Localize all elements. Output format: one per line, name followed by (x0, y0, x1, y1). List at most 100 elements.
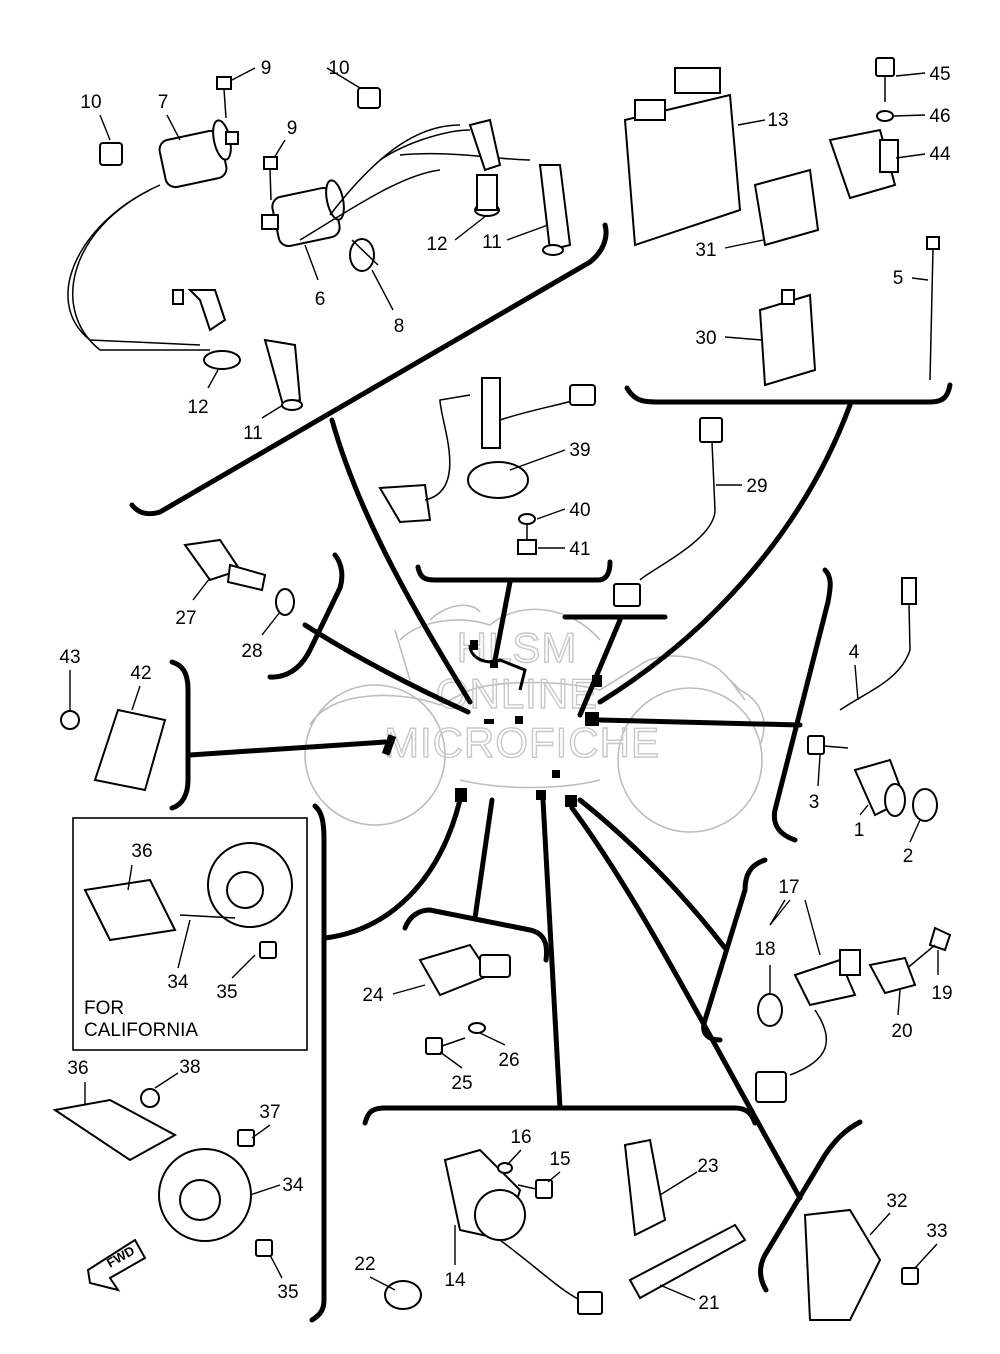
part-map-sensor-24 (418, 943, 511, 997)
callout-30: 30 (695, 328, 716, 349)
callout-6: 6 (315, 289, 326, 310)
group-leaders (187, 402, 853, 1201)
part-horn-36-34-ca (83, 842, 293, 959)
callout-28: 28 (241, 641, 262, 662)
watermark-line-3: MICROFICHE (384, 719, 660, 766)
callout-31: 31 (695, 240, 716, 261)
part-reflector-42 (93, 708, 167, 792)
part-relay-30 (758, 289, 817, 387)
part-ecu-13 (623, 67, 742, 247)
california-note-line-2: CALIFORNIA (84, 1020, 198, 1041)
callout-7: 7 (158, 92, 169, 113)
part-lead-4 (839, 577, 917, 711)
callout-42: 42 (130, 663, 151, 684)
part-bolt-9 (216, 76, 278, 201)
callout-35: 35 (277, 1282, 298, 1303)
part-clamp-8 (349, 238, 379, 272)
callout-46: 46 (929, 106, 950, 127)
callout-12: 12 (426, 234, 447, 255)
part-stud-21 (628, 1223, 747, 1300)
callout-8: 8 (394, 316, 405, 337)
callout-15: 15 (549, 1149, 570, 1170)
callout-19: 19 (931, 983, 952, 1004)
callout-3: 3 (809, 792, 820, 813)
callout-23: 23 (697, 1156, 718, 1177)
fwd-arrow: FWD (86, 1238, 147, 1292)
part-bolt-41 (517, 525, 537, 555)
part-harness-29 (613, 417, 723, 607)
california-note-line-1: FOR (84, 998, 124, 1019)
part-sensor-27 (183, 538, 267, 592)
callout-22: 22 (354, 1254, 375, 1275)
callout-11: 11 (482, 232, 502, 253)
callout-11: 11 (243, 423, 263, 444)
callout-39: 39 (569, 440, 590, 461)
callout-40: 40 (569, 500, 590, 521)
callout-29: 29 (746, 476, 767, 497)
part-washer-46 (876, 110, 894, 122)
callout-9: 9 (287, 118, 298, 139)
part-horn-32 (803, 1208, 919, 1321)
callout-25: 25 (451, 1073, 472, 1094)
part-bolt-3 (807, 735, 849, 755)
callout-20: 20 (891, 1021, 912, 1042)
callout-44: 44 (929, 144, 951, 165)
part-relay-31 (753, 168, 820, 247)
part-fuel-sender-39 (378, 377, 596, 524)
callout-2: 2 (903, 846, 914, 867)
part-sensor-44 (828, 128, 899, 200)
callout-36: 36 (67, 1058, 88, 1079)
part-oring-18 (757, 993, 783, 1027)
part-nut-43 (60, 710, 80, 730)
part-speed-sensor-17 (755, 949, 861, 1103)
part-cable-tie-5 (926, 236, 940, 381)
group-brackets (129, 222, 953, 1323)
callout-41: 41 (569, 539, 590, 560)
callout-leaders (69, 67, 939, 1301)
callout-17: 17 (778, 877, 799, 898)
part-gasket-28 (275, 588, 295, 616)
part-ignition-coil-7 (158, 119, 239, 189)
callout-37: 37 (259, 1102, 280, 1123)
callout-43: 43 (59, 647, 80, 668)
part-bracket-20 (868, 956, 917, 995)
callout-24: 24 (362, 985, 384, 1006)
callout-13: 13 (767, 110, 788, 131)
callout-21: 21 (698, 1293, 719, 1314)
part-washer-26 (468, 1022, 486, 1034)
callout-14: 14 (444, 1270, 466, 1291)
callout-32: 32 (886, 1191, 907, 1212)
part-bolt-19 (904, 926, 952, 971)
part-holder-23 (623, 1138, 667, 1237)
watermark: HLSM ONLINE MICROFICHE (383, 623, 660, 766)
callout-26: 26 (498, 1050, 519, 1071)
part-bolt-45 (875, 57, 895, 102)
callout-9: 9 (261, 58, 272, 79)
part-clamp-22 (384, 1280, 422, 1310)
callout-38: 38 (179, 1057, 200, 1078)
callout-33: 33 (926, 1221, 947, 1242)
callout-35: 35 (216, 982, 237, 1003)
callout-1: 1 (854, 820, 865, 841)
part-washer-40 (518, 513, 536, 525)
part-bolt-15 (517, 1179, 553, 1199)
part-switch-1 (853, 758, 907, 817)
callout-27: 27 (175, 608, 196, 629)
callout-5: 5 (893, 268, 904, 289)
part-ignition-leads (67, 118, 572, 411)
california-box (72, 817, 308, 1051)
part-bolt-25 (425, 1037, 466, 1055)
callout-4: 4 (849, 642, 860, 663)
callout-10: 10 (80, 92, 101, 113)
part-ignition-coil-6 (261, 179, 345, 248)
part-horn-34-36 (52, 1088, 273, 1257)
callout-34: 34 (167, 972, 189, 993)
part-washer-16 (497, 1162, 513, 1174)
part-starter-relay-14 (443, 1148, 603, 1315)
part-clip-10 (99, 87, 381, 166)
part-oring-2 (912, 788, 938, 822)
callout-45: 45 (929, 64, 950, 85)
callout-12: 12 (187, 397, 208, 418)
